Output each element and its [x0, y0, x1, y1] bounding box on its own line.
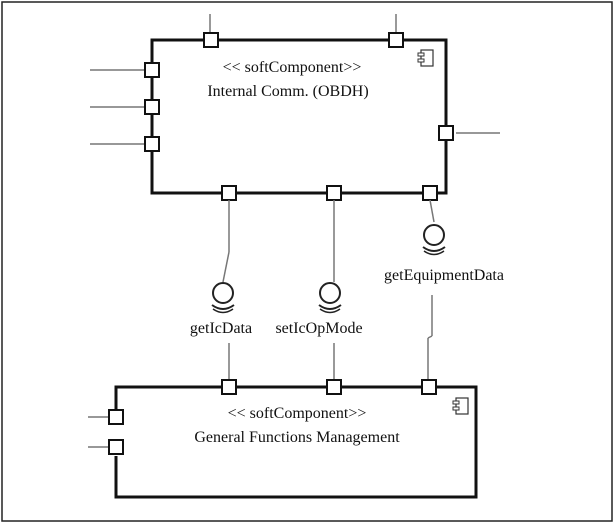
port	[438, 125, 454, 141]
component-name: Internal Comm. (OBDH)	[207, 83, 368, 100]
port	[203, 32, 219, 48]
port	[421, 379, 437, 395]
interface-label: getEquipmentData	[384, 267, 504, 284]
interface-wire	[222, 251, 230, 283]
provided-interface-icon	[422, 224, 446, 256]
component-stereotype: << softComponent>>	[223, 59, 362, 76]
component-icon	[452, 397, 469, 415]
component-stereotype: << softComponent>>	[228, 405, 367, 422]
interface-getIcData[interactable]: getIcData	[190, 200, 252, 337]
port	[326, 379, 342, 395]
provided-interface-icon	[211, 282, 235, 314]
port	[422, 185, 438, 201]
port	[144, 136, 160, 152]
interface-setIcOpMode[interactable]: setIcOpMode	[275, 200, 363, 337]
port	[221, 185, 237, 201]
port	[221, 379, 237, 395]
interface-getEquipmentData[interactable]: getEquipmentData	[384, 199, 504, 382]
interface-label: getIcData	[190, 320, 252, 337]
port	[388, 32, 404, 48]
component-box	[150, 38, 448, 195]
interface-wire	[427, 335, 433, 339]
interface-wire	[429, 199, 435, 223]
provided-interface-icon	[318, 282, 342, 314]
component-box	[114, 385, 478, 499]
interface-label: setIcOpMode	[275, 320, 362, 337]
component-name: General Functions Management	[194, 429, 400, 446]
port	[144, 99, 160, 115]
port	[108, 409, 124, 425]
port	[144, 62, 160, 78]
port	[108, 439, 124, 455]
component-icon	[417, 49, 434, 67]
port	[326, 185, 342, 201]
component-general-functions[interactable]: << softComponent>> General Functions Man…	[88, 379, 478, 499]
